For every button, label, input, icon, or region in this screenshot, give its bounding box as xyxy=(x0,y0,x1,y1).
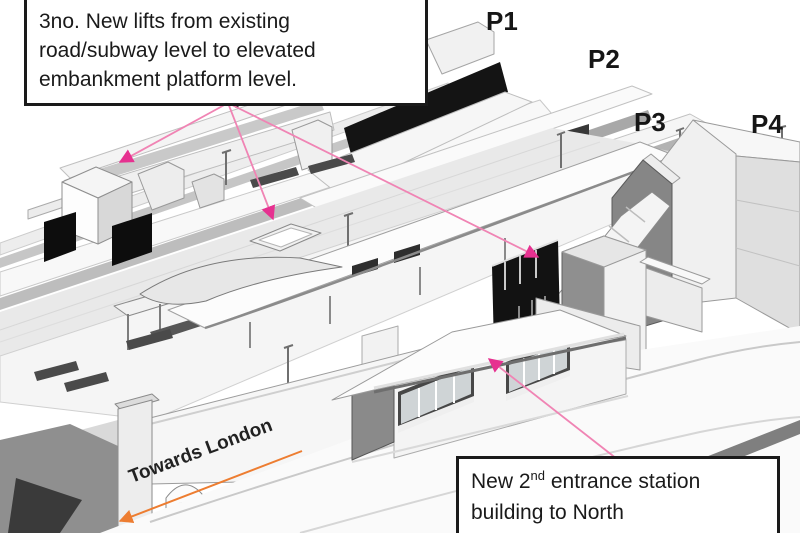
leader-to-entrance xyxy=(487,358,618,460)
seating-row xyxy=(34,361,79,381)
platform-label-p3: P3 xyxy=(634,107,666,137)
seating-row xyxy=(308,154,355,174)
leader-to-centre-lift xyxy=(227,102,276,221)
p1-platform-structures xyxy=(307,21,533,195)
lamp-post xyxy=(556,131,566,168)
dark-opening xyxy=(112,213,152,266)
curved-canopy-wing xyxy=(139,256,343,305)
lamp-post xyxy=(221,149,232,185)
towards-london-arrow xyxy=(118,450,303,524)
leader-to-left-lift xyxy=(118,102,229,163)
callout-new-entrance: New 2nd entrance station building to Nor… xyxy=(456,456,780,533)
entrance-text-suffix: entrance station xyxy=(545,470,701,493)
platform-label-p4: P4 xyxy=(751,109,783,139)
seating-row xyxy=(64,372,109,392)
callout-new-lifts-line1: 3no. New lifts from existing xyxy=(39,10,290,33)
leader-to-right-lift xyxy=(227,102,540,258)
platform-label-p1: P1 xyxy=(486,6,518,36)
dark-wall-band xyxy=(344,62,508,158)
callout-new-lifts: 3no. New lifts from existing road/subway… xyxy=(24,0,428,106)
callout-new-entrance-line2: building to North xyxy=(471,501,624,524)
callout-new-lifts-line2: road/subway level to elevated xyxy=(39,39,316,62)
entrance-building xyxy=(331,297,641,463)
dark-opening xyxy=(44,212,76,262)
callout-new-entrance-line1: New 2nd entrance station xyxy=(471,466,765,497)
central-platform-canopy xyxy=(139,141,677,348)
callout-new-lifts-line3: embankment platform level. xyxy=(39,68,297,91)
entrance-text-ordinal: nd xyxy=(530,468,545,483)
entrance-roof xyxy=(331,309,627,401)
annotation-leader-arrows xyxy=(118,102,618,460)
entrance-text-prefix: New 2 xyxy=(471,470,531,493)
seating-row xyxy=(126,329,173,350)
platform-label-p2: P2 xyxy=(588,44,620,74)
seating-row xyxy=(250,167,299,188)
